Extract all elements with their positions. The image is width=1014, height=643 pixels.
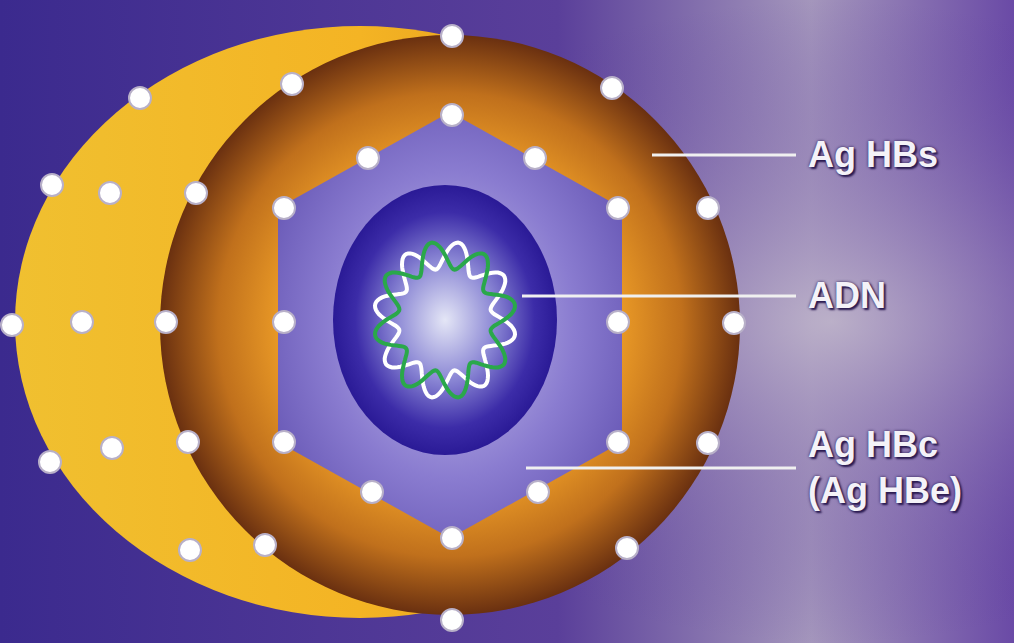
surface-dot bbox=[697, 432, 719, 454]
surface-dot bbox=[179, 539, 201, 561]
surface-dot bbox=[697, 197, 719, 219]
surface-dot bbox=[155, 311, 177, 333]
surface-dot bbox=[281, 73, 303, 95]
surface-dot bbox=[601, 77, 623, 99]
callout-label: Ag HBc (Ag HBe) bbox=[808, 422, 1004, 514]
surface-dot bbox=[441, 527, 463, 549]
surface-dot bbox=[39, 451, 61, 473]
surface-dot bbox=[254, 534, 276, 556]
surface-dot bbox=[357, 147, 379, 169]
surface-dot bbox=[723, 312, 745, 334]
surface-dot bbox=[441, 609, 463, 631]
surface-dot bbox=[441, 25, 463, 47]
surface-dot bbox=[607, 197, 629, 219]
surface-dot bbox=[1, 314, 23, 336]
surface-dot bbox=[273, 311, 295, 333]
surface-dot bbox=[41, 174, 63, 196]
surface-dot bbox=[99, 182, 121, 204]
surface-dot bbox=[361, 481, 383, 503]
surface-dot bbox=[527, 481, 549, 503]
surface-dot bbox=[129, 87, 151, 109]
surface-dot bbox=[441, 104, 463, 126]
surface-dot bbox=[607, 311, 629, 333]
surface-dot bbox=[185, 182, 207, 204]
surface-dot bbox=[101, 437, 123, 459]
callout-label: ADN bbox=[808, 273, 1008, 319]
surface-dot bbox=[273, 197, 295, 219]
surface-dot bbox=[616, 537, 638, 559]
surface-dot bbox=[71, 311, 93, 333]
surface-dot bbox=[177, 431, 199, 453]
surface-dot bbox=[607, 431, 629, 453]
surface-dot bbox=[524, 147, 546, 169]
callout-label: Ag HBs bbox=[808, 132, 1008, 178]
surface-dot bbox=[273, 431, 295, 453]
